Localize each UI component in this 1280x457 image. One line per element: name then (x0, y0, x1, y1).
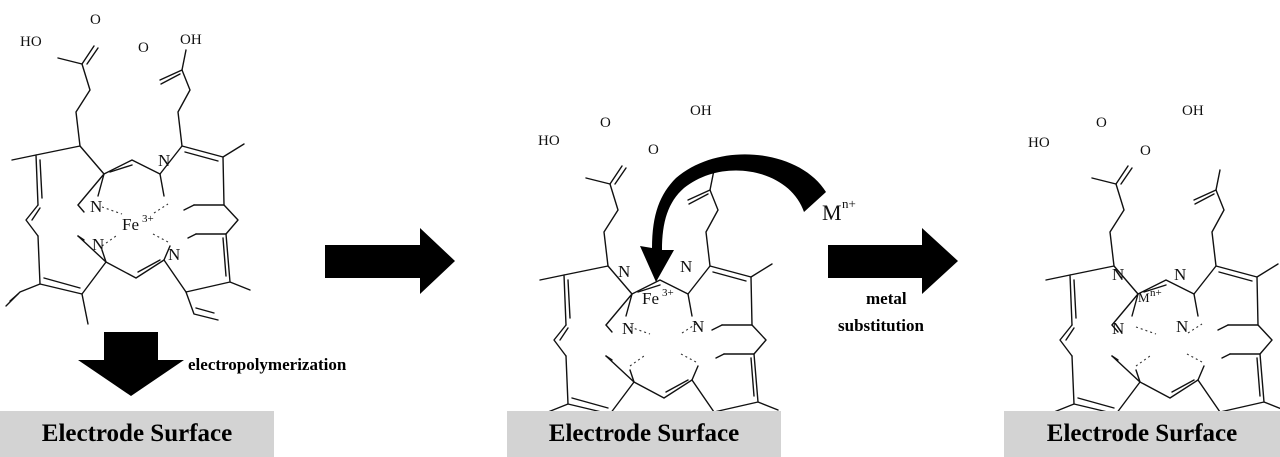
curved-arrow-icon (640, 154, 826, 282)
nitrogen-atom: N (1174, 265, 1186, 284)
nitrogen-atom: N (618, 262, 630, 281)
incoming-metal-ion-charge: n+ (842, 196, 856, 211)
hydroxyl-right-label: OH (690, 103, 712, 119)
electrode-surface-label: Electrode Surface (548, 420, 740, 447)
electrode-surface-label: Electrode Surface (41, 420, 233, 447)
carbonyl-oxygen-right: O (1140, 143, 1151, 159)
nitrogen-atom: N (692, 317, 704, 336)
metal-charge-label: n+ (1150, 287, 1162, 299)
molecule-3-acid-labels: HO O OH O (1028, 103, 1204, 159)
electrode-surface-3: Electrode Surface (1004, 411, 1280, 457)
heme-molecule-2: N N N N Fe 3+ (533, 165, 779, 445)
electrode-surface-label: Electrode Surface (1046, 420, 1238, 447)
electrode-surface-1: Electrode Surface (0, 411, 274, 457)
nitrogen-atom: N (1112, 265, 1124, 284)
hydroxyl-right-label: OH (1182, 103, 1204, 119)
metal-charge-label: 3+ (662, 287, 674, 299)
metal-substituted-molecule: N N N N M n+ (1039, 165, 1280, 445)
electropolymerization-label: electropolymerization (188, 355, 347, 374)
carbonyl-oxygen-left: O (1096, 115, 1107, 131)
nitrogen-atom: N (168, 245, 180, 264)
metal-substitution-label-line1: metal (866, 289, 907, 308)
carbonyl-oxygen-right: O (138, 40, 149, 56)
nitrogen-atom: N (158, 151, 170, 170)
down-arrow-icon (78, 332, 184, 396)
carbonyl-oxygen-right: O (648, 142, 659, 158)
incoming-metal-ion-label: M (822, 200, 842, 225)
metal-center-label: M (1138, 290, 1150, 305)
nitrogen-atom: N (1112, 319, 1124, 338)
metal-substitution-label-line2: substitution (838, 316, 925, 335)
nitrogen-atom: N (90, 197, 102, 216)
right-arrow-icon (828, 228, 958, 294)
metal-center-label: Fe (122, 215, 139, 234)
nitrogen-atom: N (680, 257, 692, 276)
hydroxyl-left-label: HO (1028, 135, 1050, 151)
right-arrow-icon (325, 228, 455, 294)
nitrogen-atom: N (1176, 317, 1188, 336)
hydroxyl-right-label: OH (180, 32, 202, 48)
metal-center-label: Fe (642, 289, 659, 308)
heme-molecule-1: N N N N Fe 3+ HO O OH O (5, 12, 251, 325)
nitrogen-atom: N (622, 319, 634, 338)
nitrogen-atom: N (92, 235, 104, 254)
metal-charge-label: 3+ (142, 213, 154, 225)
electrode-surface-2: Electrode Surface (507, 411, 781, 457)
molecule-2-acid-labels: HO O OH O (538, 103, 712, 158)
hydroxyl-left-label: HO (538, 133, 560, 149)
hydroxyl-left-label: HO (20, 34, 42, 50)
carbonyl-oxygen-left: O (90, 12, 101, 28)
carbonyl-oxygen-left: O (600, 115, 611, 131)
